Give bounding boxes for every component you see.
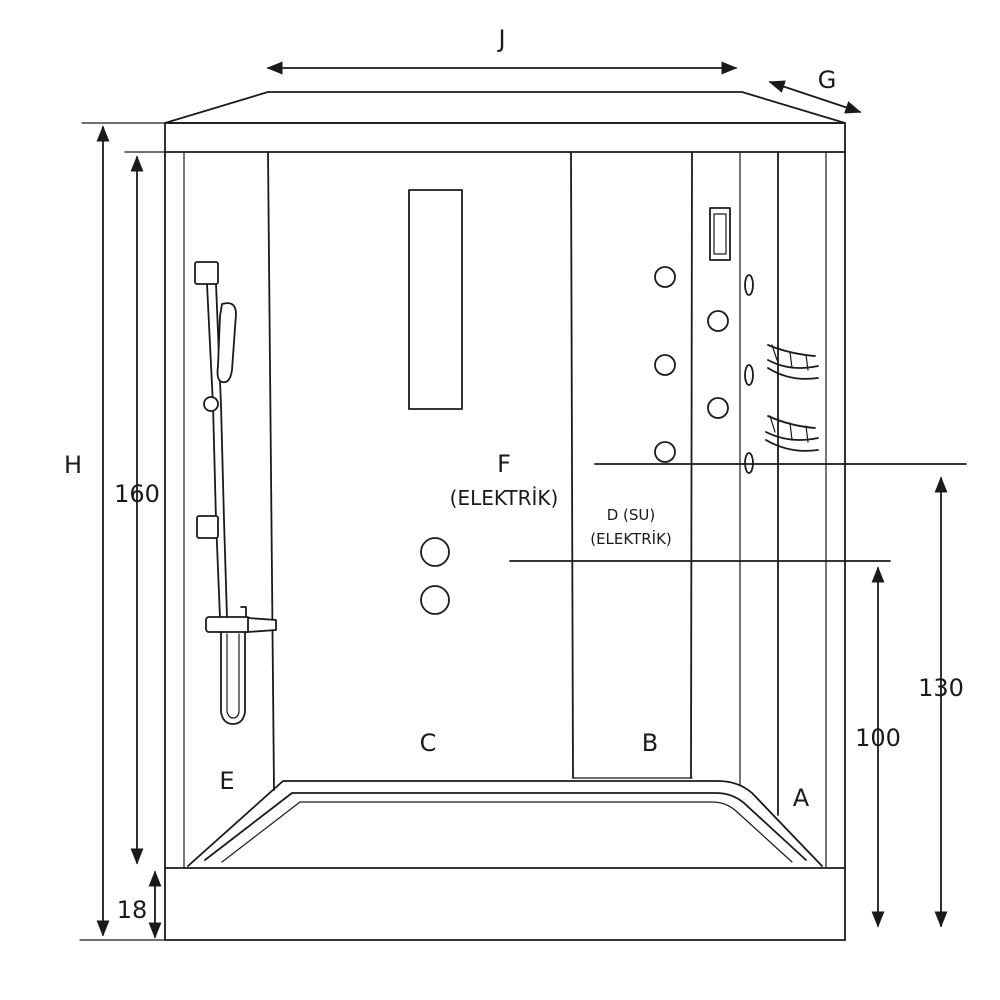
- label-d-type: (ELEKTRİK): [590, 529, 672, 548]
- panel-labels: A B C E: [219, 729, 809, 812]
- control-knobs: [420, 537, 450, 615]
- body-jet: [707, 397, 729, 419]
- shower-tray: [187, 780, 823, 867]
- overhead-mirror: [408, 189, 463, 410]
- label-f-type: (ELEKTRİK): [450, 486, 559, 510]
- side-panel-fixtures: [654, 207, 754, 474]
- side-jet: [744, 274, 754, 296]
- dimension-lines: [79, 61, 967, 941]
- body-jet: [654, 441, 676, 463]
- mixer-spout: [247, 617, 277, 633]
- label-18: 18: [117, 896, 148, 924]
- label-c: C: [420, 729, 437, 757]
- label-a: A: [793, 784, 810, 812]
- label-b: B: [642, 729, 658, 757]
- mixer-valve: [205, 616, 251, 633]
- label-e: E: [219, 767, 234, 795]
- panel-lines: [267, 152, 779, 816]
- label-h: H: [64, 451, 82, 479]
- corner-shelves: [765, 344, 819, 452]
- connection-labels: F (ELEKTRİK) D (SU) (ELEKTRİK): [450, 450, 672, 548]
- label-j: J: [496, 25, 505, 53]
- label-d: D (SU): [607, 506, 656, 524]
- shower-hose: [220, 631, 246, 725]
- depth-dimension-line: [768, 80, 862, 114]
- side-jet: [744, 364, 754, 386]
- rail-top-bracket: [194, 261, 219, 285]
- side-jet: [744, 452, 754, 474]
- control-knob-upper: [420, 537, 450, 567]
- label-160: 160: [114, 480, 160, 508]
- label-130: 130: [918, 674, 964, 702]
- shelf-upper: [767, 344, 819, 380]
- body-jet: [707, 310, 729, 332]
- cabin-roof: [164, 91, 846, 153]
- shelf-lower: [765, 415, 819, 452]
- dimension-labels: J G H 160 18 130 100: [64, 25, 964, 924]
- cabin-frame: [164, 151, 846, 941]
- rail-bottom-bracket: [196, 515, 219, 539]
- label-100: 100: [855, 724, 901, 752]
- body-jet: [654, 354, 676, 376]
- control-knob-lower: [420, 585, 450, 615]
- control-display: [709, 207, 731, 261]
- label-g: G: [818, 66, 837, 94]
- body-jet: [654, 266, 676, 288]
- rail-slider: [203, 396, 219, 412]
- hand-shower-head: [216, 302, 237, 384]
- label-f: F: [497, 450, 511, 478]
- hand-shower-assembly: [194, 261, 277, 725]
